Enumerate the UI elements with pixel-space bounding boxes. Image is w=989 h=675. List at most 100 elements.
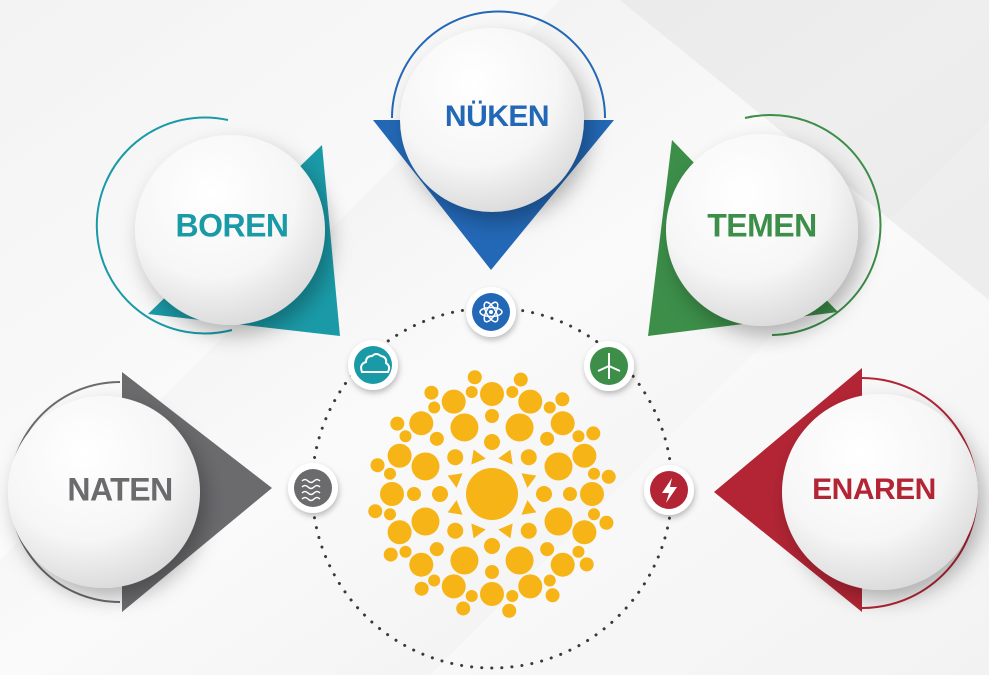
sun-dot — [485, 565, 499, 579]
sun-dot — [428, 574, 441, 587]
sun-dot — [390, 416, 405, 431]
boren-node — [95, 116, 340, 336]
naten-sphere — [8, 396, 200, 588]
sun-dot — [505, 413, 534, 442]
sun-ray — [498, 449, 513, 465]
sun-dot — [599, 515, 614, 530]
sun-dot — [550, 411, 575, 436]
sun-dot — [465, 590, 478, 603]
enaren-label: ENAREN — [812, 473, 936, 506]
sun-dot — [409, 552, 434, 577]
sun-dot — [513, 372, 528, 387]
sun-dot — [550, 552, 575, 577]
sun-ray — [447, 500, 463, 515]
sun-dot — [383, 467, 396, 480]
nuken-sphere — [400, 28, 584, 212]
sun-dot — [572, 520, 597, 545]
sun-dot — [506, 590, 519, 603]
sun-ray — [447, 473, 463, 488]
boren-sphere — [135, 135, 325, 325]
sun-dot — [407, 487, 421, 501]
boren-label: BOREN — [175, 207, 289, 244]
sun-dot — [450, 546, 479, 575]
atom-icon — [466, 287, 516, 337]
sun-dot — [518, 389, 543, 414]
sun-dot — [544, 507, 573, 536]
sun-dot — [506, 385, 519, 398]
sun-dot — [588, 508, 601, 521]
sun-dot — [387, 520, 412, 545]
sun-dot — [450, 413, 479, 442]
sun-dot — [456, 601, 471, 616]
temen-arc — [744, 114, 882, 336]
sun-dot — [563, 487, 577, 501]
sun-dot — [399, 545, 412, 558]
sun-dot — [429, 431, 444, 446]
sun-dot — [518, 574, 543, 599]
sun-dot — [502, 603, 517, 618]
sun-dot — [370, 458, 385, 473]
sun-dot — [409, 411, 434, 436]
sun-dot — [383, 547, 398, 562]
sun-ray — [521, 473, 537, 488]
sun-dot — [368, 504, 383, 519]
nuken-label: NÜKEN — [444, 100, 550, 133]
sun-dot — [441, 574, 466, 599]
sun-dot — [543, 574, 556, 587]
sun-dot — [429, 542, 444, 557]
sun-dot — [579, 557, 594, 572]
sun-ray — [498, 523, 513, 539]
sun-dot — [572, 430, 585, 443]
sun-dot — [480, 382, 504, 406]
sun-dot — [544, 452, 573, 481]
sun-dot — [484, 434, 500, 450]
wind-turbine-icon — [584, 341, 634, 391]
sun-dot — [505, 546, 534, 575]
sun-dot — [383, 508, 396, 521]
sun-ray — [471, 449, 486, 465]
sun-dot — [484, 538, 500, 554]
sun-dot — [480, 582, 504, 606]
sun-icon — [368, 370, 616, 618]
sun-dot — [414, 581, 429, 596]
sun-dot — [467, 370, 482, 385]
sun-dot — [588, 467, 601, 480]
sun-dot — [411, 452, 440, 481]
nuken-node — [373, 10, 614, 270]
lightning-bolt-icon — [644, 465, 694, 515]
waves-icon — [288, 463, 338, 513]
sun-dot — [447, 449, 464, 466]
sun-dot — [380, 482, 404, 506]
sun-dot — [441, 389, 466, 414]
sun-dot — [580, 482, 604, 506]
sun-dot — [555, 392, 570, 407]
sun-dot — [540, 431, 555, 446]
sun-ray — [471, 523, 486, 539]
temen-node — [648, 114, 882, 336]
sun-dot — [601, 469, 616, 484]
coral-icon — [348, 340, 398, 390]
sun-dot — [485, 409, 499, 423]
sun-dot — [586, 426, 601, 441]
sun-dot — [428, 401, 441, 414]
sun-dot — [520, 449, 537, 466]
sun-dot — [543, 401, 556, 414]
temen-sphere — [666, 134, 858, 326]
sun-ray — [521, 500, 537, 515]
sun-dot — [536, 486, 552, 502]
sun-dot — [572, 443, 597, 468]
sun-dot — [432, 486, 448, 502]
sun-dot — [399, 430, 412, 443]
sun-dot — [465, 385, 478, 398]
sun-dot — [520, 522, 537, 539]
boren-arc — [95, 116, 233, 335]
sun-dot — [540, 542, 555, 557]
sun-dot — [572, 545, 585, 558]
naten-label: NATEN — [67, 471, 173, 508]
naten-node — [8, 372, 272, 612]
sun-dot — [545, 588, 560, 603]
nuken-arc — [391, 10, 606, 119]
sun-dot — [424, 385, 439, 400]
temen-label: TEMEN — [707, 207, 817, 244]
